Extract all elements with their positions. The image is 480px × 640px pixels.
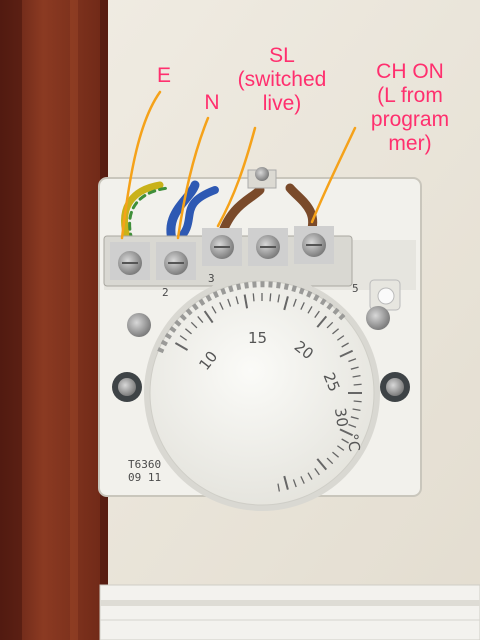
terminal-screw-4 <box>248 228 288 266</box>
dial-number-30: 30 <box>331 407 351 428</box>
dial-unit-celsius: °C <box>343 432 363 452</box>
dial-tick <box>283 475 289 490</box>
terminal-screw-1 <box>110 242 150 280</box>
terminal-number: 3 <box>208 272 215 285</box>
dial-tick <box>350 366 359 370</box>
dial-tick <box>353 383 362 386</box>
dial-tick <box>314 310 320 319</box>
dial-tick <box>300 302 305 310</box>
dial-tick <box>211 306 217 314</box>
dial-tick <box>197 315 204 323</box>
dial-tick <box>339 428 354 437</box>
model-text-line1: T6360 <box>128 458 161 471</box>
terminal-screw-2 <box>156 242 196 280</box>
dial-tick <box>316 315 328 328</box>
side-connector <box>369 279 401 311</box>
label-ch-on: CH ON (L from program mer) <box>370 60 450 155</box>
annotation-arrows <box>120 90 357 240</box>
terminal-number: 5 <box>352 282 359 295</box>
dial-tick <box>314 467 320 476</box>
dial-number-15: 15 <box>248 329 267 347</box>
dial-tick <box>352 408 361 412</box>
dial-tick <box>292 479 297 488</box>
dial-tick <box>316 458 328 471</box>
dial-tick <box>352 374 361 378</box>
terminal-screw-3 <box>202 228 242 266</box>
label-switched-live: SL (switched live) <box>237 44 327 115</box>
dial-tick <box>348 358 357 363</box>
dial-tick <box>350 416 359 420</box>
dial-tick <box>203 310 214 324</box>
dial-tick <box>179 335 188 341</box>
dial-tick <box>184 328 192 335</box>
dial-tick <box>332 328 340 335</box>
dial-tick <box>174 342 189 351</box>
model-text-line2: 09 11 <box>128 471 161 484</box>
dial-number-25: 25 <box>320 370 344 394</box>
dial-tick <box>336 335 345 341</box>
dial-tick <box>326 321 334 329</box>
dial-tick <box>332 451 340 458</box>
dial-tick <box>336 445 345 451</box>
dial-tick <box>235 296 239 305</box>
dial-tick <box>219 302 224 310</box>
terminal-screw-5 <box>294 226 334 264</box>
dial-tick <box>292 298 297 307</box>
mounting-screws <box>112 306 410 402</box>
dial-ticks <box>174 293 362 492</box>
wooden-frame <box>0 0 108 640</box>
dial-tick <box>307 472 313 480</box>
dial-tick <box>307 306 313 314</box>
top-screw <box>247 167 277 189</box>
dial-tick <box>341 342 349 348</box>
dial-tick <box>277 483 281 492</box>
dial-tick <box>252 293 255 302</box>
dial-tick <box>269 293 272 302</box>
temperature-dial[interactable]: 10 15 20 25 30 °C <box>144 275 380 511</box>
dial-tick <box>348 423 357 428</box>
label-neutral: N <box>204 91 220 114</box>
terminal-number: 2 <box>162 286 169 299</box>
dial-tick <box>283 296 289 311</box>
dial-tick <box>277 294 281 303</box>
dial-tick <box>326 457 334 465</box>
dial-tick <box>300 476 305 484</box>
radiator <box>99 584 480 640</box>
dial-tick <box>227 298 232 307</box>
dial-tick <box>190 321 198 329</box>
dial-tick <box>339 349 354 358</box>
dial-tick <box>243 294 249 309</box>
dial-tick <box>341 438 349 444</box>
label-earth: E <box>156 64 171 87</box>
dial-tick <box>353 400 362 403</box>
